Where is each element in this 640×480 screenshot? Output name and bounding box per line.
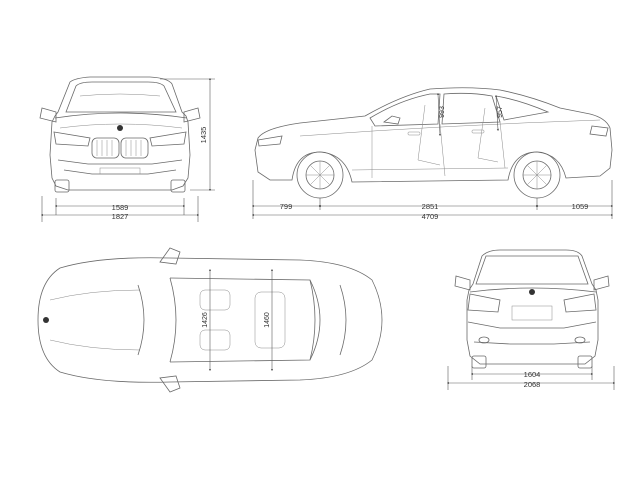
rear-shoulder-label: 1460: [264, 312, 271, 328]
side-view: 993 957 799 2851 1059 4709: [251, 87, 614, 221]
front-headroom-label: 993: [439, 106, 446, 118]
rear-width-mirrors-label: 2068: [524, 380, 541, 389]
rear-view: 1604 2068: [446, 249, 616, 390]
rear-track-width-label: 1604: [524, 370, 541, 379]
top-view: 1426 1460: [37, 247, 383, 393]
overall-length-label: 4709: [422, 212, 439, 221]
front-track-width-label: 1589: [112, 203, 129, 212]
front-shoulder-label: 1426: [202, 312, 209, 328]
wheelbase-label: 2851: [422, 202, 439, 211]
rear-overhang-label: 1059: [572, 202, 589, 211]
front-view: 1589 1827 1435: [39, 76, 215, 222]
rear-headroom-label: 957: [497, 106, 504, 118]
front-overall-width-label: 1827: [112, 212, 129, 221]
front-height-label: 1435: [199, 127, 208, 144]
front-overhang-label: 799: [280, 202, 293, 211]
